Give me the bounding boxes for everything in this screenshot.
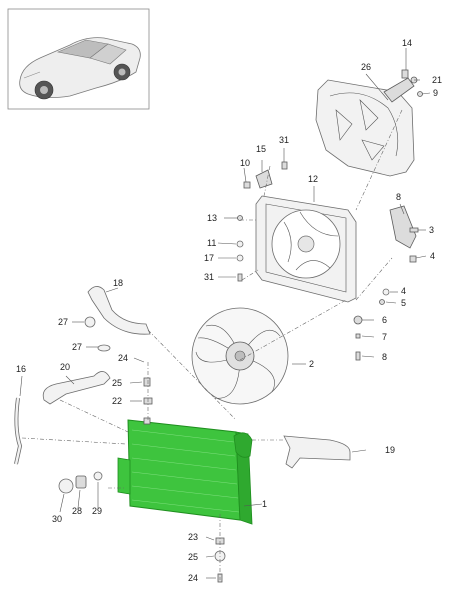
callout-30: 30 [52, 514, 62, 524]
callout-8: 11 [207, 238, 216, 248]
callout-2: 2 [309, 359, 314, 369]
callout-20: 19 [385, 445, 395, 455]
callout-27: 27 [58, 317, 68, 327]
callout-7: 9 [433, 88, 438, 98]
callout-5: 5 [401, 298, 406, 308]
callout-9: 6 [382, 315, 387, 325]
car-thumbnail [7, 8, 150, 110]
callout-10: 7 [382, 332, 387, 342]
callout-22: 22 [112, 396, 122, 406]
callout-26: 26 [361, 62, 371, 72]
callout-17: 17 [204, 253, 214, 263]
callout-8: 10 [240, 158, 250, 168]
callout-16: 16 [16, 364, 26, 374]
callout-27: 27 [72, 342, 82, 352]
fan-shroud-frame [255, 195, 357, 303]
callout-1: 1 [262, 499, 267, 509]
callout-24: 24 [188, 573, 198, 583]
callout-19: 18 [113, 278, 123, 288]
callout-12: 12 [308, 174, 318, 184]
callout-31: 31 [279, 135, 289, 145]
cooling-fan [191, 307, 289, 405]
callout-25: 25 [112, 378, 122, 388]
leader-lines [19, 48, 431, 579]
radiator [117, 419, 253, 525]
callout-15: 15 [256, 144, 266, 154]
small-parts [58, 69, 423, 583]
callout-labels: 14 26 21 9 31 15 10 12 8 13 3 11 17 4 31… [16, 38, 442, 583]
fan-shroud-rear [315, 77, 415, 177]
hoses [14, 286, 351, 469]
callout-31: 31 [204, 272, 214, 282]
callout-6: 8 [396, 192, 401, 202]
callout-4: 4 [430, 251, 435, 261]
callout-29: 29 [92, 506, 102, 516]
callout-24: 24 [118, 353, 128, 363]
callout-4: 4 [401, 286, 406, 296]
callout-21: 21 [432, 75, 442, 85]
assembly-lines [21, 109, 403, 580]
callout-11: 8 [382, 352, 387, 362]
callout-28: 28 [72, 506, 82, 516]
callout-13: 13 [207, 213, 217, 223]
callout-25: 25 [188, 552, 198, 562]
callout-14: 14 [402, 38, 412, 48]
callout-23: 23 [188, 532, 198, 542]
callout-18: 20 [60, 362, 70, 372]
callout-3: 3 [429, 225, 434, 235]
